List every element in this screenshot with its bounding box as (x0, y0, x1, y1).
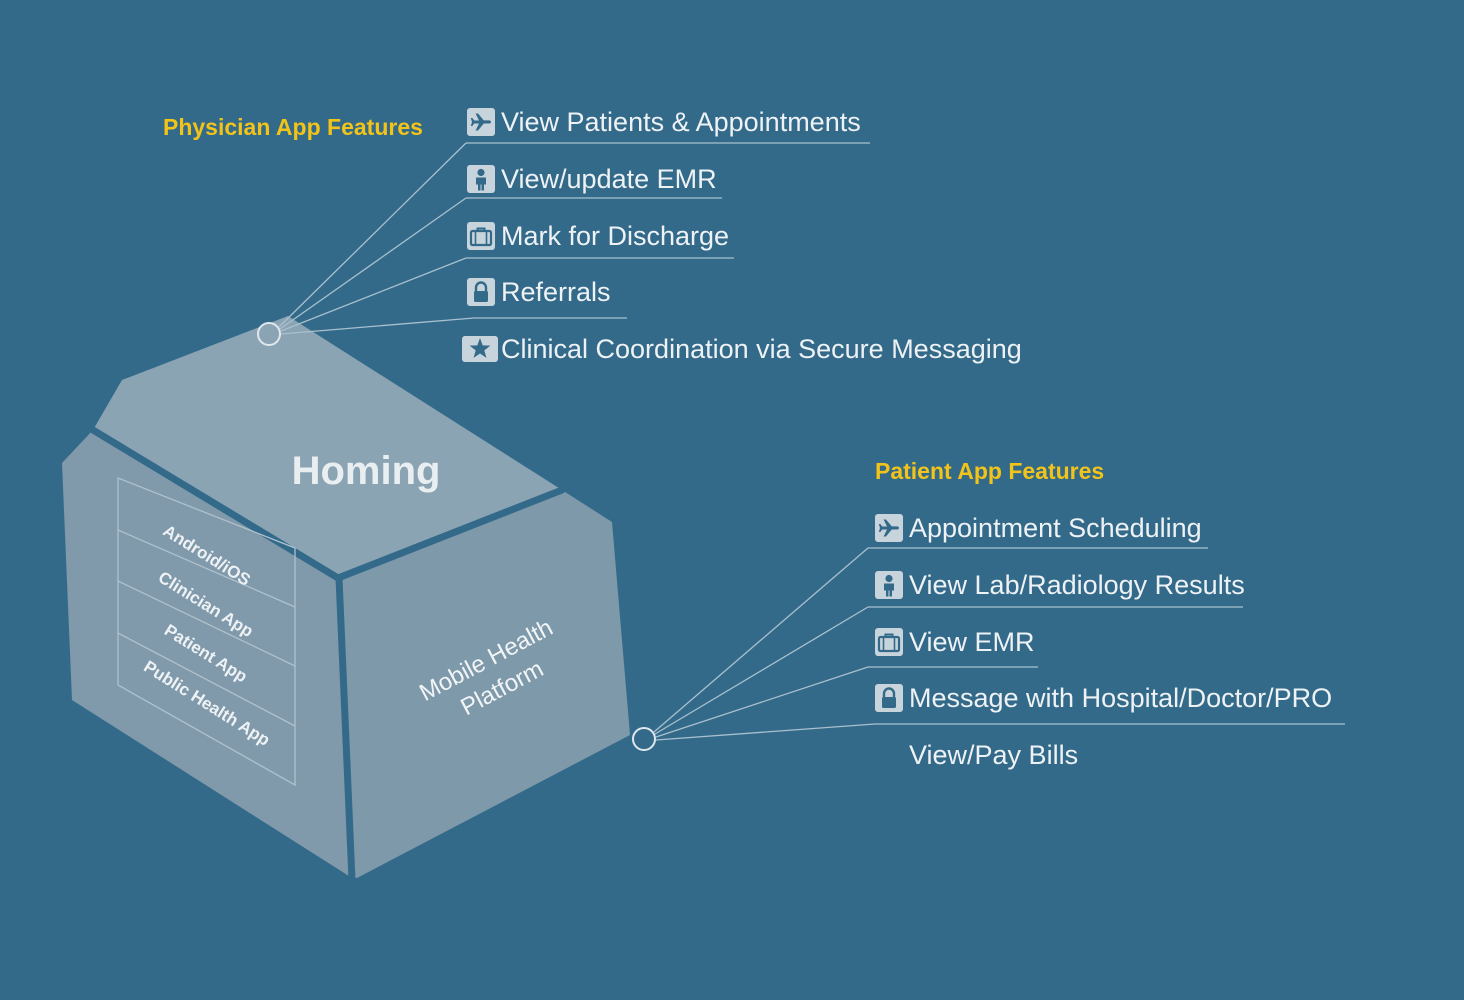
callout-circle-patient (632, 727, 656, 751)
star-icon (462, 336, 498, 362)
physician-features-heading: Physician App Features (163, 114, 423, 140)
feature-label: View Patients & Appointments (501, 107, 861, 137)
feature-label: View EMR (909, 627, 1035, 657)
patient-callout (632, 547, 1345, 751)
lock-icon (875, 684, 903, 712)
connector-line (279, 197, 467, 330)
feature-item: Appointment Scheduling (875, 511, 1335, 545)
person-icon (467, 165, 495, 193)
layer-separator (117, 580, 296, 667)
feature-item: Message with Hospital/Doctor/PRO (875, 681, 1335, 715)
airplane-icon (875, 514, 903, 542)
feature-item: View/Pay Bills (875, 738, 1335, 772)
feature-item: Clinical Coordination via Secure Messagi… (462, 332, 1022, 366)
physician-callout (257, 142, 870, 346)
connector-line (654, 606, 869, 735)
feature-label: Referrals (501, 277, 611, 307)
feature-item: View Lab/Radiology Results (875, 568, 1335, 602)
box-top-face (93, 316, 562, 578)
connector-line (280, 257, 467, 332)
feature-item: Mark for Discharge (467, 219, 927, 253)
feature-item: View/update EMR (467, 162, 927, 196)
feature-label: View/update EMR (501, 164, 717, 194)
feature-label: Clinical Coordination via Secure Messagi… (501, 334, 1022, 364)
feature-item: View EMR (875, 625, 1335, 659)
box-left-face (62, 430, 352, 878)
layer-separator (117, 529, 296, 608)
homing-box (62, 316, 630, 884)
connector-line (655, 723, 876, 741)
connector-line (280, 317, 475, 335)
patient-features-heading: Patient App Features (875, 458, 1105, 484)
feature-label: View Lab/Radiology Results (909, 570, 1245, 600)
feature-label: Message with Hospital/Doctor/PRO (909, 683, 1333, 713)
feature-label: Appointment Scheduling (909, 513, 1202, 543)
feature-label: Mark for Discharge (501, 221, 730, 251)
feature-item: Referrals (467, 275, 927, 309)
face-divider (335, 574, 356, 884)
connector-line (278, 142, 467, 328)
feature-label: View/Pay Bills (909, 740, 1079, 770)
face-divider (89, 426, 342, 582)
feature-item: View Patients & Appointments (467, 105, 927, 139)
airplane-icon (467, 108, 495, 136)
connector-line (653, 547, 869, 733)
layer-separator (117, 632, 296, 727)
briefcase-icon (875, 628, 903, 656)
lock-icon (467, 278, 495, 306)
callout-circle-physician (257, 322, 281, 346)
box-right-face (338, 490, 630, 878)
person-icon (875, 571, 903, 599)
box-title: Homing (292, 449, 441, 493)
face-divider (334, 486, 566, 582)
connector-line (655, 666, 869, 738)
layer-panel-outline (117, 477, 296, 787)
briefcase-icon (467, 222, 495, 250)
